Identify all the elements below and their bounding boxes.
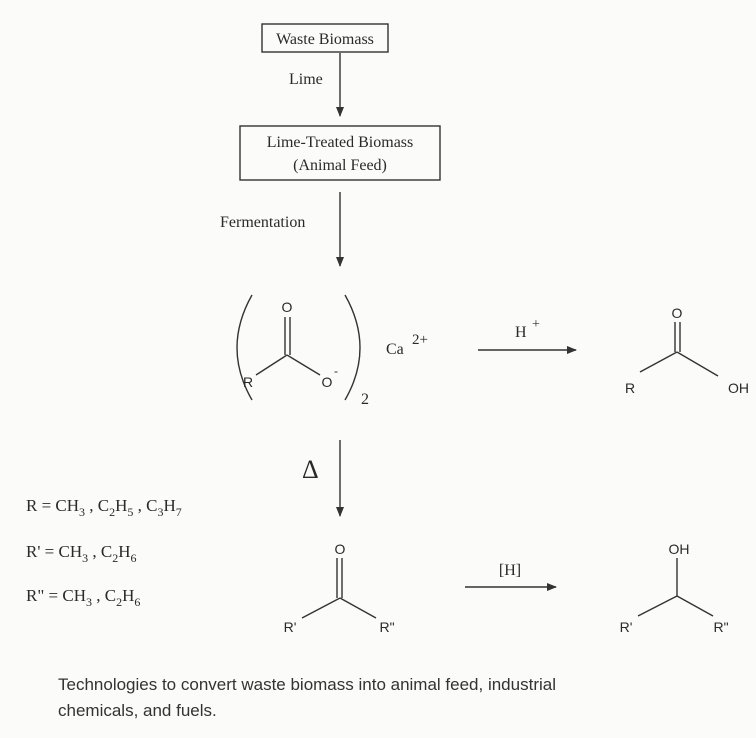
minus-charge: - xyxy=(334,364,338,378)
bond xyxy=(676,351,719,377)
alcohol-r-prime: R' xyxy=(620,619,633,635)
bond xyxy=(301,597,341,619)
formula-subscript: 7 xyxy=(176,505,182,519)
formula-subscript: 3 xyxy=(79,505,85,519)
lime-treated-label: Lime-Treated Biomass xyxy=(267,134,414,151)
acidification-reagent: H xyxy=(515,324,527,341)
lime-treated-biomass-box xyxy=(239,125,441,181)
formula-text: , C xyxy=(133,496,157,515)
acidification-charge: + xyxy=(532,317,540,332)
formula-subscript: 2 xyxy=(109,505,115,519)
lime-label: Lime xyxy=(289,71,323,88)
bond xyxy=(286,354,321,376)
formula-text: H xyxy=(122,586,134,605)
fermentation-label: Fermentation xyxy=(220,214,305,231)
formula-text: , C xyxy=(88,542,112,561)
formula-text: R' = CH xyxy=(26,542,82,561)
calcium-charge: 2+ xyxy=(412,332,428,348)
ketone-r-prime: R' xyxy=(284,619,297,635)
ketone-oxygen: O xyxy=(335,541,346,557)
formula-subscript: 3 xyxy=(86,595,92,609)
formula-text: R" = CH xyxy=(26,586,86,605)
figure-caption: Technologies to convert waste biomass in… xyxy=(58,672,738,724)
right-parenthesis xyxy=(344,294,361,401)
animal-feed-label: (Animal Feed) xyxy=(293,157,387,174)
r-definition: R = CH3 , C2H5 , C3H7 xyxy=(26,496,182,519)
formula-text: R = CH xyxy=(26,496,79,515)
salt-r-group: R xyxy=(243,374,253,390)
formula-subscript: 5 xyxy=(127,505,133,519)
formula-text: H xyxy=(115,496,127,515)
acid-oxygen: O xyxy=(672,305,683,321)
alcohol-hydroxyl: OH xyxy=(669,541,690,557)
formula-text: H xyxy=(118,542,130,561)
alcohol-r-double-prime: R" xyxy=(713,619,728,635)
calcium-label: Ca xyxy=(386,341,404,358)
bond xyxy=(255,354,288,376)
r-prime-definition: R' = CH3 , C2H6 xyxy=(26,542,136,565)
bond xyxy=(676,595,714,617)
formula-text: H xyxy=(164,496,176,515)
acid-r-group: R xyxy=(625,380,635,396)
waste-biomass-label: Waste Biomass xyxy=(276,31,374,48)
formula-subscript: 3 xyxy=(158,505,164,519)
caption-line-1: Technologies to convert waste biomass in… xyxy=(58,675,556,694)
bond xyxy=(637,595,678,617)
left-parenthesis xyxy=(236,294,253,401)
formula-subscript: 3 xyxy=(82,551,88,565)
formula-text: , C xyxy=(85,496,109,515)
salt-o-minus: O xyxy=(322,374,333,390)
formula-subscript: 6 xyxy=(134,595,140,609)
waste-biomass-box xyxy=(261,23,389,53)
salt-subscript: 2 xyxy=(361,391,369,408)
acid-hydroxyl: OH xyxy=(728,380,749,396)
reduction-reagent: [H] xyxy=(499,562,521,579)
salt-oxygen: O xyxy=(282,299,293,315)
formula-subscript: 2 xyxy=(112,551,118,565)
heat-symbol: Δ xyxy=(302,455,319,484)
ketone-r-double-prime: R" xyxy=(379,619,394,635)
r-double-prime-definition: R" = CH3 , C2H6 xyxy=(26,586,140,609)
formula-subscript: 2 xyxy=(116,595,122,609)
bond xyxy=(339,597,377,619)
formula-subscript: 6 xyxy=(130,551,136,565)
caption-line-2: chemicals, and fuels. xyxy=(58,701,217,720)
bond xyxy=(639,351,678,373)
formula-text: , C xyxy=(92,586,116,605)
